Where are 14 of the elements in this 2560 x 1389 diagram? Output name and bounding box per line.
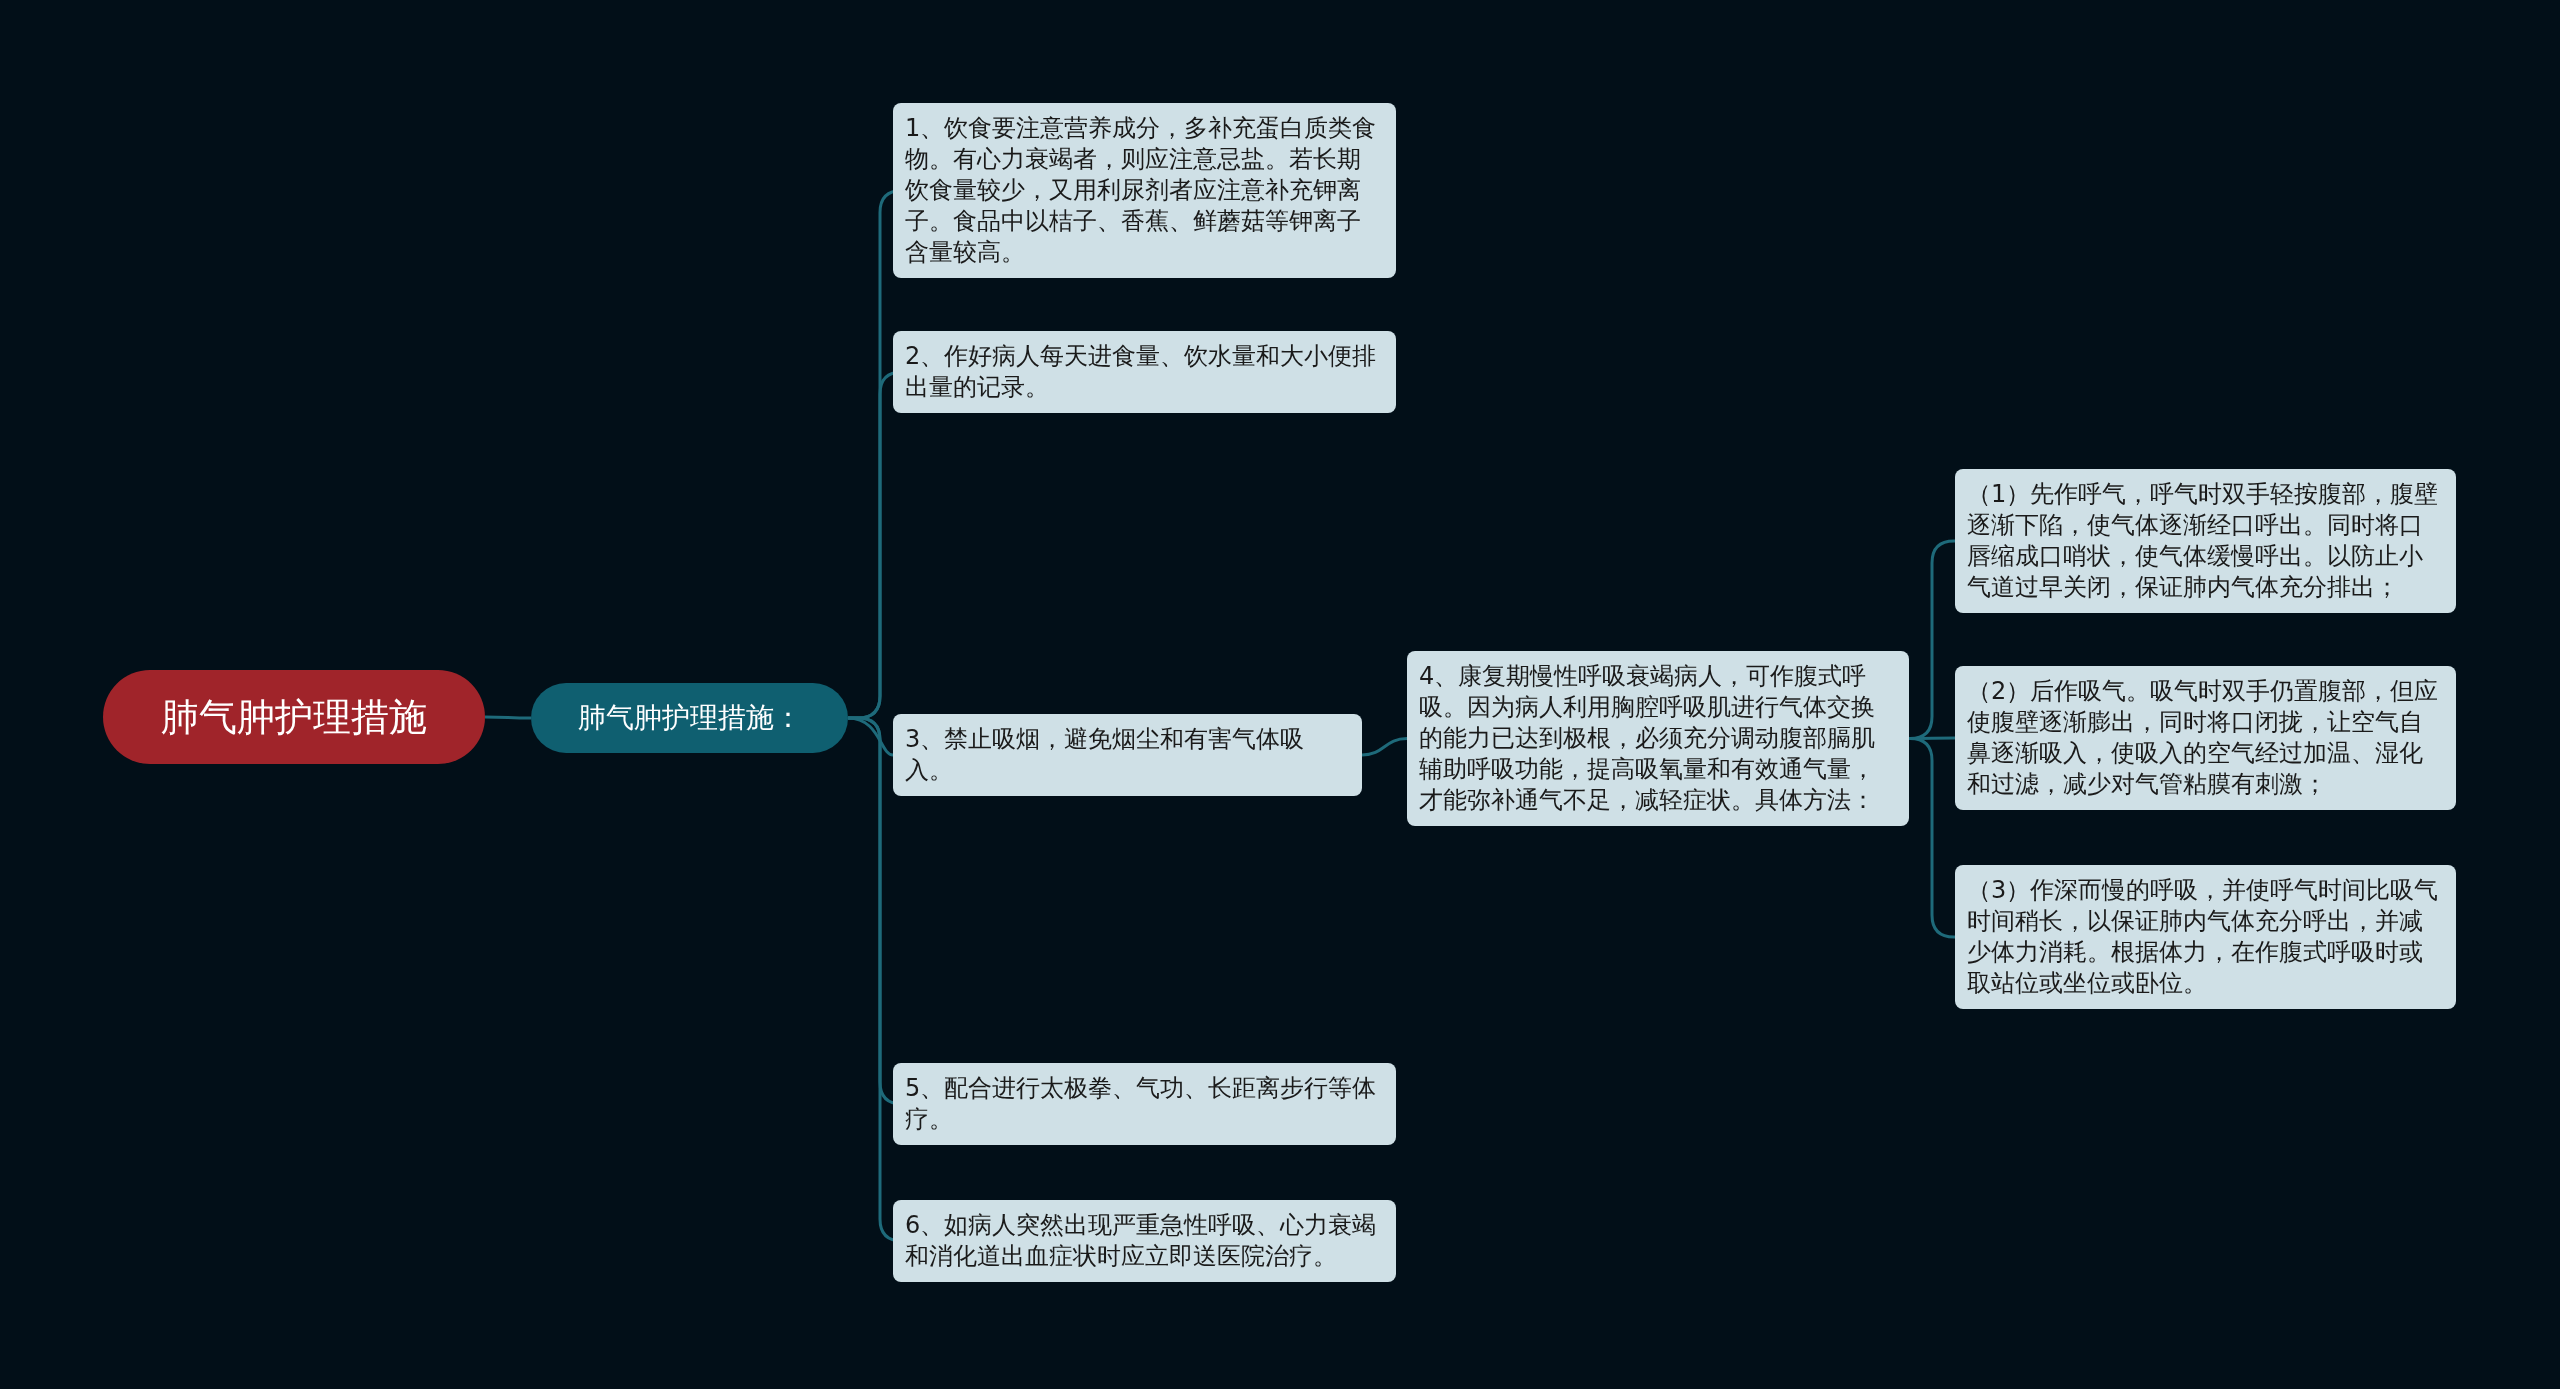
text-box: 5、配合进行太极拳、气功、长距离步行等体疗。	[893, 1063, 1396, 1145]
text-box: 4、康复期慢性呼吸衰竭病人，可作腹式呼吸。因为病人利用胸腔呼吸肌进行气体交换的能力已达到极根，必须充分调动腹部膈肌辅助呼吸功能，提高吸氧量和有效通气量，才能弥补通气不足，减轻症状。具体方法：	[1407, 651, 1909, 826]
text-box: 3、禁止吸烟，避免烟尘和有害气体吸入。	[893, 714, 1362, 796]
text-box: 1、饮食要注意营养成分，多补充蛋白质类食物。有心力衰竭者，则应注意忌盐。若长期饮食量较少，又用利尿剂者应注意补充钾离子。食品中以桔子、香蕉、鲜蘑菇等钾离子含量较高。	[893, 103, 1396, 278]
connector-line	[485, 715, 531, 720]
connector-line	[1908, 737, 1956, 939]
text-box: （3）作深而慢的呼吸，并使呼气时间比吸气时间稍长，以保证肺内气体充分呼出，并减少体力消耗。根据体力，在作腹式呼吸时或取站位或坐位或卧位。	[1955, 865, 2456, 1009]
connector-line	[1361, 737, 1408, 757]
text-box: 6、如病人突然出现严重急性呼吸、心力衰竭和消化道出血症状时应立即送医院治疗。	[893, 1200, 1396, 1282]
central-topic: 肺气肿护理措施	[103, 670, 485, 764]
topic-box: 肺气肿护理措施：	[531, 683, 848, 753]
text-box: 2、作好病人每天进食量、饮水量和大小便排出量的记录。	[893, 331, 1396, 413]
text-box: （2）后作吸气。吸气时双手仍置腹部，但应使腹壁逐渐膨出，同时将口闭拢，让空气自鼻逐渐吸入，使吸入的空气经过加温、湿化和过滤，减少对气管粘膜有刺激；	[1955, 666, 2456, 810]
text-box: （1）先作呼气，呼气时双手轻按腹部，腹壁逐渐下陷，使气体逐渐经口呼出。同时将口唇缩成口哨状，使气体缓慢呼出。以防止小气道过早关闭，保证肺内气体充分排出；	[1955, 469, 2456, 613]
